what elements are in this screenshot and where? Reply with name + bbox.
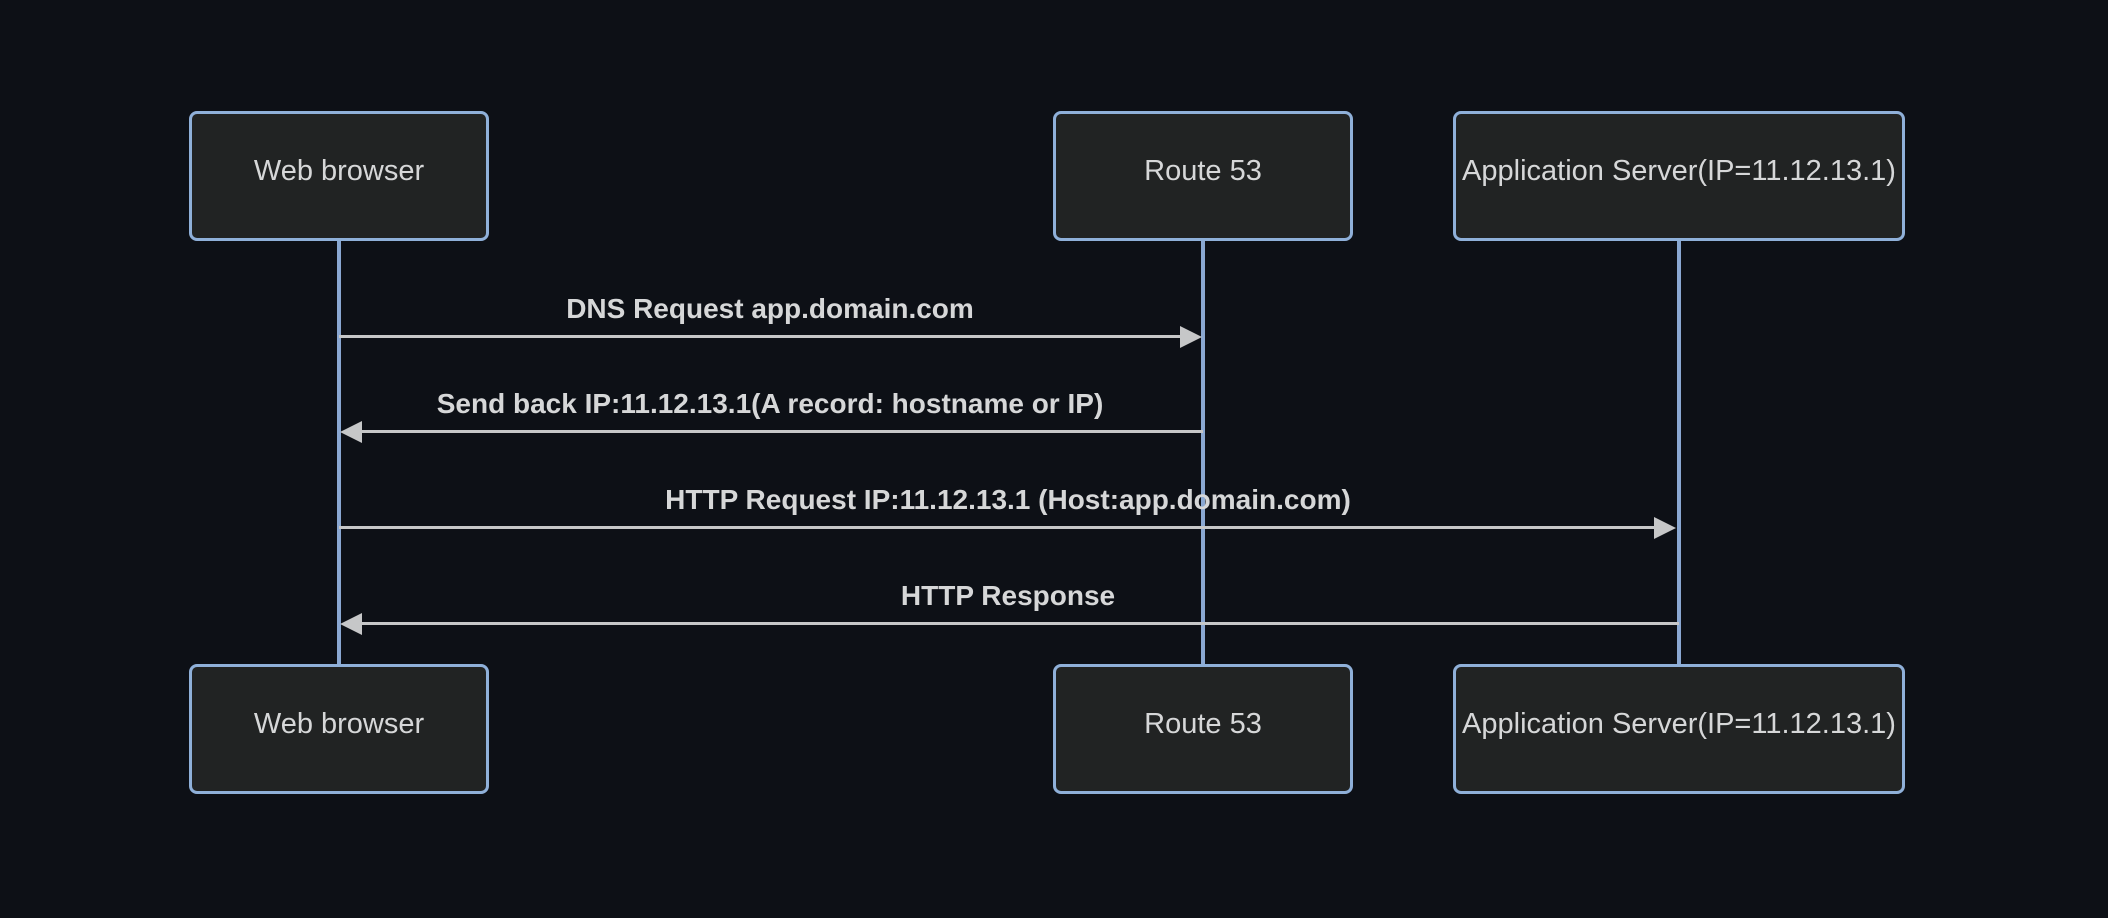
arrowhead-right-icon — [1654, 517, 1676, 539]
actor-box-application-server-top: Application Server(IP=11.12.13.1) — [1453, 111, 1905, 241]
actor-label-route-53: Route 53 — [1144, 707, 1262, 740]
message-dns-request-label: DNS Request app.domain.com — [566, 293, 974, 324]
lifeline-web-browser — [337, 240, 341, 664]
actor-label-route-53: Route 53 — [1144, 154, 1262, 187]
actor-box-route-53-top: Route 53 — [1053, 111, 1353, 241]
actor-box-web-browser-top: Web browser — [189, 111, 489, 241]
message-http-request-line — [339, 526, 1655, 529]
actor-label-web-browser: Web browser — [253, 154, 425, 187]
actor-box-route-53-bottom: Route 53 — [1053, 664, 1353, 794]
actor-box-application-server-bottom: Application Server(IP=11.12.13.1) — [1453, 664, 1905, 794]
arrowhead-left-icon — [340, 421, 362, 443]
message-dns-request-line — [339, 335, 1181, 338]
arrowhead-right-icon — [1180, 326, 1202, 348]
actor-label-application-server: Application Server(IP=11.12.13.1) — [1462, 154, 1896, 187]
message-http-request-label: HTTP Request IP:11.12.13.1 (Host:app.dom… — [665, 484, 1351, 515]
actor-label-web-browser: Web browser — [253, 707, 425, 740]
lifeline-route-53 — [1201, 240, 1205, 664]
actor-box-web-browser-bottom: Web browser — [189, 664, 489, 794]
actor-label-application-server: Application Server(IP=11.12.13.1) — [1462, 707, 1896, 740]
message-http-response-line — [362, 622, 1679, 625]
message-send-back-ip-label: Send back IP:11.12.13.1(A record: hostna… — [436, 388, 1104, 419]
lifeline-application-server — [1677, 240, 1681, 664]
arrowhead-left-icon — [340, 613, 362, 635]
message-http-response-label: HTTP Response — [900, 580, 1116, 611]
message-send-back-ip-line — [362, 430, 1203, 433]
